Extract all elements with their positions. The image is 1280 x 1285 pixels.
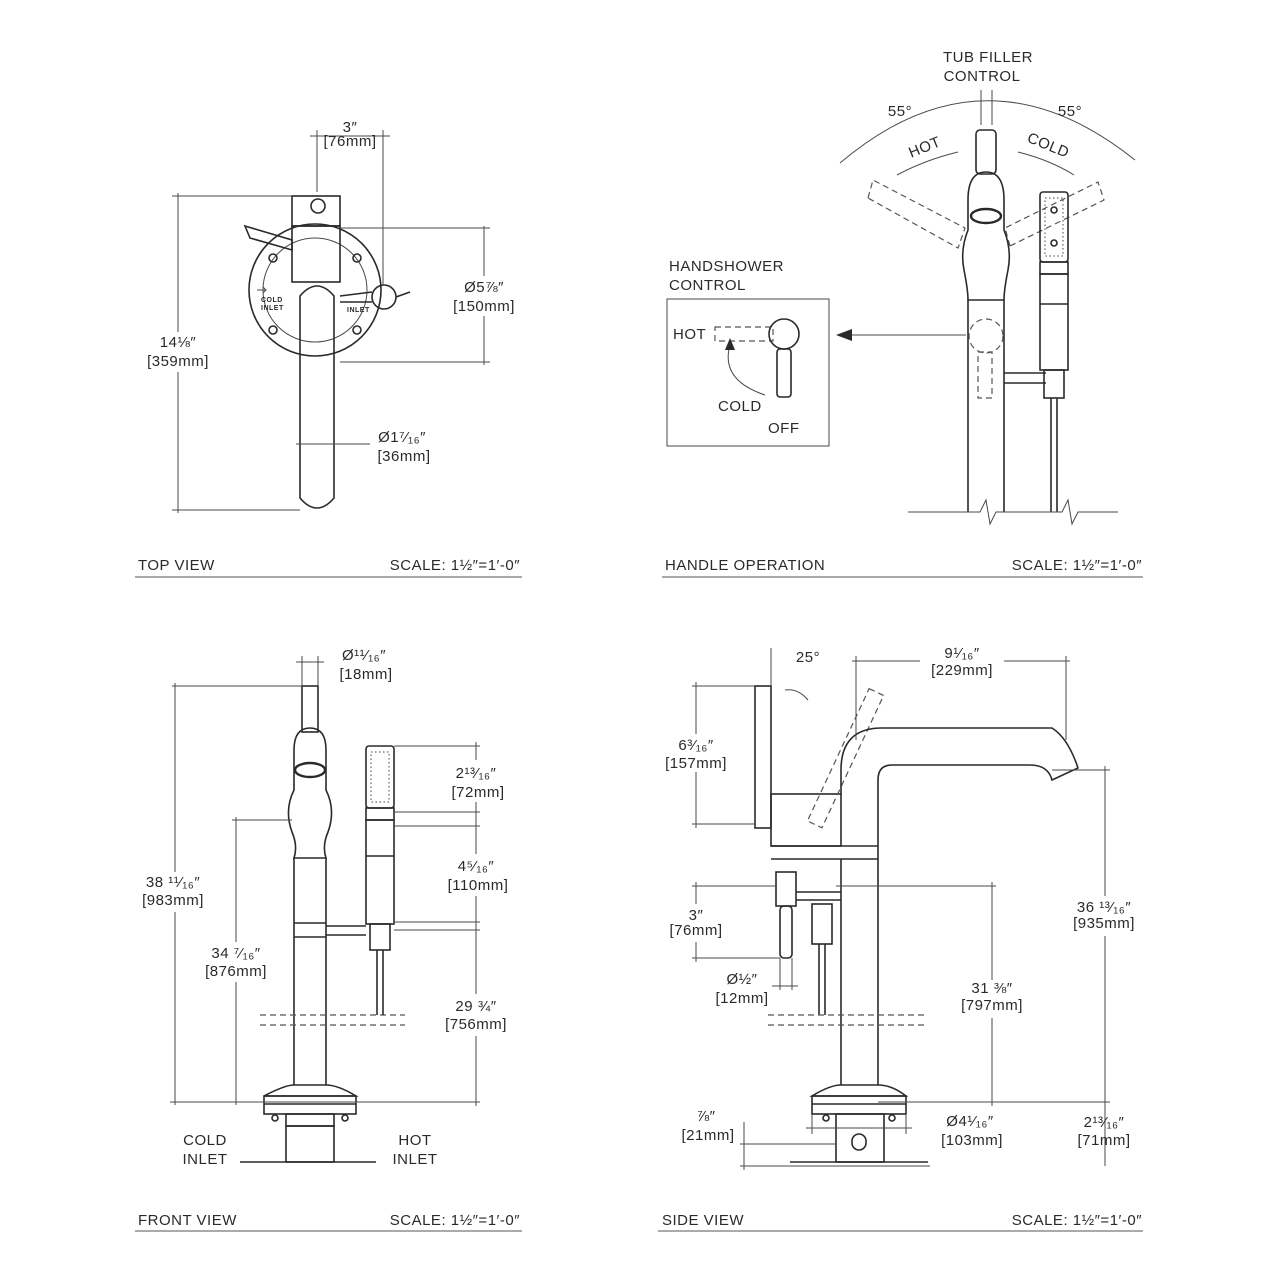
angle-left: 55° [888, 103, 912, 120]
dim-clear-in: 2¹³⁄₁₆″ [1084, 1114, 1125, 1131]
panel-title: FRONT VIEW [138, 1212, 237, 1229]
top-cold-inlet-label: COLD [261, 297, 283, 304]
top-view-drawing: COLD INLET INLET 3″ [76mm] 14⅛″ [359mm] … [140, 119, 526, 513]
panel-scale: SCALE: 1½″=1′-0″ [1012, 557, 1142, 574]
handshower-control-box [666, 298, 830, 447]
front-cold-inlet-label: COLD [183, 1132, 227, 1149]
box-hot-label: HOT [673, 326, 706, 343]
dim-handle-mm: [110mm] [448, 877, 509, 894]
dim-base-in: ⅞″ [697, 1108, 716, 1125]
dim-length-mm: [359mm] [147, 353, 209, 370]
dim-spout-in: Ø1⁷⁄₁₆″ [378, 429, 426, 446]
dim-flange-mm: [103mm] [941, 1132, 1003, 1149]
front-cold-inlet-label-2: INLET [182, 1151, 227, 1168]
dim-lever-d-in: Ø½″ [727, 971, 758, 988]
front-hot-inlet-label-2: INLET [392, 1151, 437, 1168]
handle-operation-drawing: TUB FILLER CONTROL 55° 55° HOT COLD [666, 49, 1136, 526]
front-hot-inlet-label: HOT [398, 1132, 431, 1149]
dim-body-in: 34 ⁷⁄₁₆″ [211, 945, 260, 962]
dim-flange-in: Ø5⅞″ [464, 279, 504, 296]
dim-reach-mm: [229mm] [931, 662, 993, 679]
angle-right: 55° [1058, 103, 1082, 120]
dim-spout-mm: [36mm] [377, 448, 430, 465]
panel-scale: SCALE: 1½″=1′-0″ [390, 1212, 520, 1229]
handshower-label-2: CONTROL [669, 277, 746, 294]
panel-footer-front: FRONT VIEW SCALE: 1½″=1′-0″ [135, 1212, 522, 1232]
dim-handle-in: 4⁵⁄₁₆″ [458, 858, 495, 875]
tub-filler-label-2: CONTROL [944, 68, 1021, 85]
dim-lever-in: Ø¹¹⁄₁₆″ [342, 647, 386, 664]
dim-handshower-mm: [72mm] [451, 784, 504, 801]
dim-clear-mm: [71mm] [1077, 1132, 1130, 1149]
dim-spout-h-in: 36 ¹³⁄₁₆″ [1077, 899, 1131, 916]
dim-reach-in: 9¹⁄₁₆″ [944, 645, 979, 662]
dim-width-mm: [76mm] [323, 133, 376, 150]
panel-title: TOP VIEW [138, 557, 215, 574]
side-view-drawing: 25° 9¹⁄₁₆″ [229mm] 6³⁄₁₆″ [157mm] 36 ¹³⁄… [656, 645, 1146, 1170]
dim-lever-h-mm: [76mm] [669, 922, 722, 939]
panel-footer-side: SIDE VIEW SCALE: 1½″=1′-0″ [658, 1212, 1143, 1232]
dim-outlet-h-mm: [797mm] [961, 997, 1023, 1014]
dim-handle-h-in: 6³⁄₁₆″ [678, 737, 713, 754]
panel-scale: SCALE: 1½″=1′-0″ [1012, 1212, 1142, 1229]
dim-lever-mm: [18mm] [339, 666, 392, 683]
top-hot-inlet-label: INLET [347, 307, 370, 314]
panel-title: HANDLE OPERATION [665, 557, 825, 574]
dim-spout-h-mm: [935mm] [1073, 915, 1135, 932]
dim-outlet-h-in: 31 ⅜″ [971, 980, 1012, 997]
dim-length-in: 14⅛″ [160, 334, 197, 351]
dim-flange-mm: [150mm] [453, 298, 515, 315]
dim-width-in: 3″ [343, 119, 358, 136]
panel-scale: SCALE: 1½″=1′-0″ [390, 557, 520, 574]
box-off-label: OFF [768, 420, 800, 437]
cold-direction-label: COLD [1025, 129, 1072, 161]
dim-flange-in: Ø4¹⁄₁₆″ [946, 1113, 994, 1130]
dim-total-mm: [983mm] [142, 892, 204, 909]
dim-lever-h-in: 3″ [689, 907, 704, 924]
panel-footer-handle: HANDLE OPERATION SCALE: 1½″=1′-0″ [662, 557, 1143, 578]
dim-handle-h-mm: [157mm] [665, 755, 727, 772]
dim-base-mm: [21mm] [681, 1127, 734, 1144]
box-cold-label: COLD [718, 398, 762, 415]
front-view-drawing: Ø¹¹⁄₁₆″ [18mm] 38 ¹¹⁄₁₆″ [983mm] 34 ⁷⁄₁₆… [132, 647, 520, 1168]
dim-lever-d-mm: [12mm] [715, 990, 768, 1007]
dim-total-in: 38 ¹¹⁄₁₆″ [146, 874, 200, 891]
dim-handshower-in: 2¹³⁄₁₆″ [456, 765, 497, 782]
tub-filler-label: TUB FILLER [943, 49, 1033, 66]
dim-holder-mm: [756mm] [445, 1016, 507, 1033]
dim-holder-in: 29 ¾″ [455, 998, 496, 1015]
panel-title: SIDE VIEW [662, 1212, 744, 1229]
top-cold-inlet-label-2: INLET [261, 305, 284, 312]
handshower-label: HANDSHOWER [669, 258, 784, 275]
dim-body-mm: [876mm] [205, 963, 267, 980]
angle-handle: 25° [796, 649, 820, 666]
panel-footer-top: TOP VIEW SCALE: 1½″=1′-0″ [135, 557, 522, 578]
